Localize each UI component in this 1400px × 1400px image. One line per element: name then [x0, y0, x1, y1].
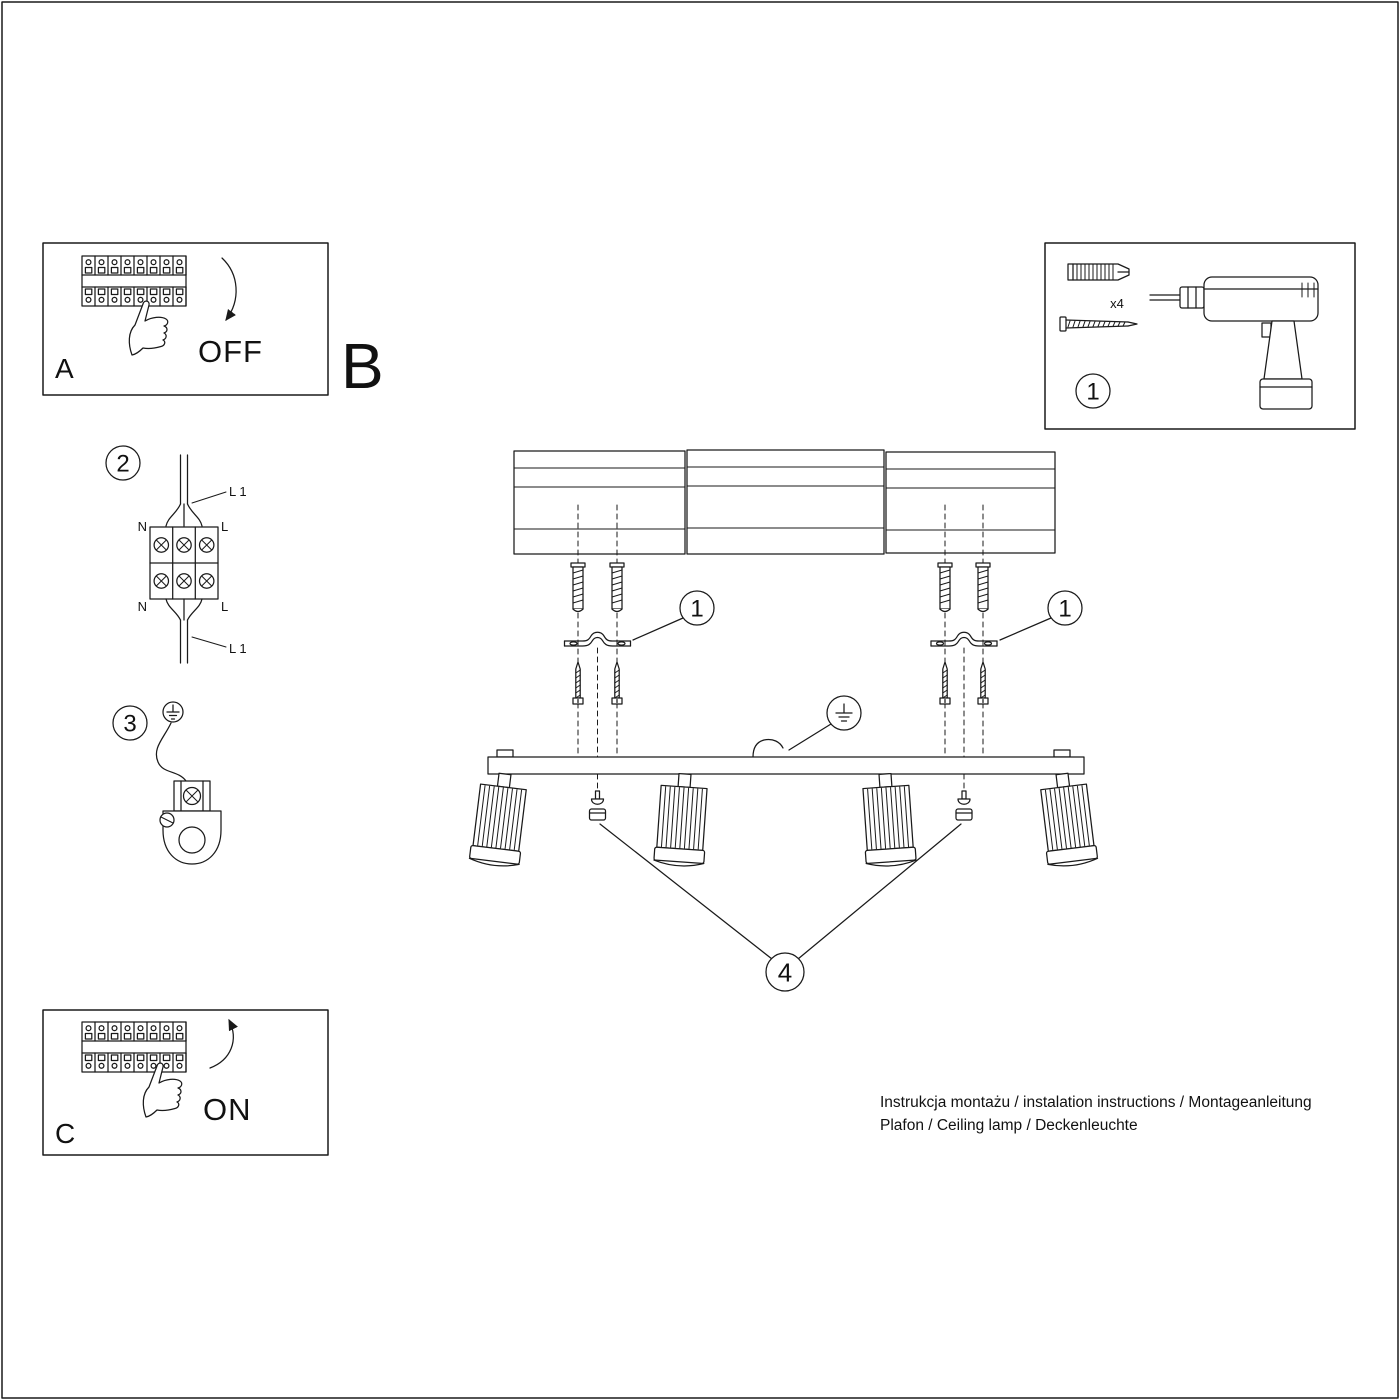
- hardware-box: x4 1: [1044, 242, 1356, 430]
- step-4-badge: [765, 952, 805, 992]
- mounting-screw: [939, 661, 951, 705]
- mounting-bracket: [930, 631, 998, 647]
- panel-c-box: ON C: [42, 1009, 329, 1156]
- drill-icon: [1149, 276, 1319, 410]
- footer-line-2: Plafon / Ceiling lamp / Deckenleuchte: [880, 1117, 1138, 1134]
- callout-leader: [999, 617, 1052, 641]
- terminal-screw: [176, 573, 192, 589]
- earth-wire-on-bar: [752, 738, 784, 758]
- bracket-callout-left-number: 1: [690, 596, 703, 623]
- lamp-bar: [487, 749, 1085, 775]
- mounting-screw: [611, 661, 623, 705]
- arrow-down-icon: [221, 257, 237, 322]
- breaker-panel-icon: [82, 256, 186, 306]
- ceiling-rail: [513, 449, 1056, 555]
- wire-label-l1-top: L 1: [229, 484, 247, 499]
- ground-clamp-drawing: [159, 780, 222, 865]
- wire-label-n-bottom: N: [138, 599, 147, 614]
- lamp-shade: [859, 771, 917, 869]
- panel-a-label: A: [55, 353, 74, 384]
- alignment-guide-lines: [577, 504, 984, 794]
- wall-plug: [609, 562, 625, 613]
- terminal-screw: [153, 537, 170, 553]
- footer-line-1: Instrukcja montażu / instalation instruc…: [880, 1094, 1312, 1111]
- wire-label-l-top: L: [221, 519, 228, 534]
- earth-wire: [155, 722, 187, 782]
- terminal-screw: [153, 573, 170, 589]
- step-1-badge-number: 1: [1086, 379, 1099, 406]
- step-1-badge: [1075, 373, 1111, 409]
- terminal-screw: [198, 573, 215, 589]
- mounting-bracket: [563, 631, 632, 647]
- assembly-diagram: 1 1: [468, 449, 1099, 992]
- footer: Instrukcja montażu / instalation instruc…: [880, 1094, 1312, 1134]
- arrow-up-icon: [209, 1018, 238, 1069]
- step-3-badge: [112, 705, 148, 741]
- breaker-panel-icon: [82, 1022, 186, 1072]
- wall-plug: [975, 562, 991, 613]
- wall-plug: [937, 562, 953, 613]
- terminal-screw: [198, 537, 215, 553]
- on-label: ON: [203, 1092, 252, 1127]
- wire-label-l1-bottom: L 1: [229, 641, 247, 656]
- step-2-badge-number: 2: [116, 451, 129, 478]
- lamp-shade: [1036, 770, 1099, 869]
- wire-label-l-bottom: L: [221, 599, 228, 614]
- callout-leader: [632, 617, 684, 641]
- screw-icon: [1059, 316, 1138, 332]
- wiring-step: 2: [105, 445, 247, 664]
- panel-a-box: OFF A: [42, 242, 329, 396]
- bracket-callout-right: [1047, 590, 1083, 626]
- cover-knob: [955, 790, 973, 821]
- earth-symbol-icon: [162, 701, 184, 723]
- lamp-shade: [468, 770, 531, 869]
- terminal-block-diagram: [149, 454, 219, 664]
- earth-callout-icon: [826, 695, 862, 731]
- callout-leader: [797, 823, 962, 960]
- anchor-count-label: x4: [1110, 296, 1124, 311]
- bracket-callout-right-number: 1: [1058, 596, 1071, 623]
- hand-icon: [128, 300, 169, 356]
- panel-c-label: C: [55, 1118, 75, 1149]
- callout-leader: [788, 723, 832, 751]
- wire-label-n-top: N: [138, 519, 147, 534]
- step-3-badge-number: 3: [123, 711, 136, 738]
- off-label: OFF: [198, 334, 263, 369]
- wall-plug: [570, 562, 586, 613]
- cover-knob: [588, 790, 607, 821]
- mounting-screw: [572, 661, 584, 705]
- bracket-callout-left: [679, 590, 715, 626]
- lamp-shade: [653, 771, 711, 869]
- callout-leader: [599, 823, 773, 960]
- wall-plug-icon: [1067, 263, 1130, 281]
- mounting-screw: [977, 661, 989, 705]
- step-4-badge-number: 4: [778, 958, 792, 988]
- section-b-label: B: [341, 330, 384, 402]
- terminal-screw: [176, 537, 192, 553]
- ground-step: 3: [112, 701, 222, 865]
- step-2-badge: [105, 445, 141, 481]
